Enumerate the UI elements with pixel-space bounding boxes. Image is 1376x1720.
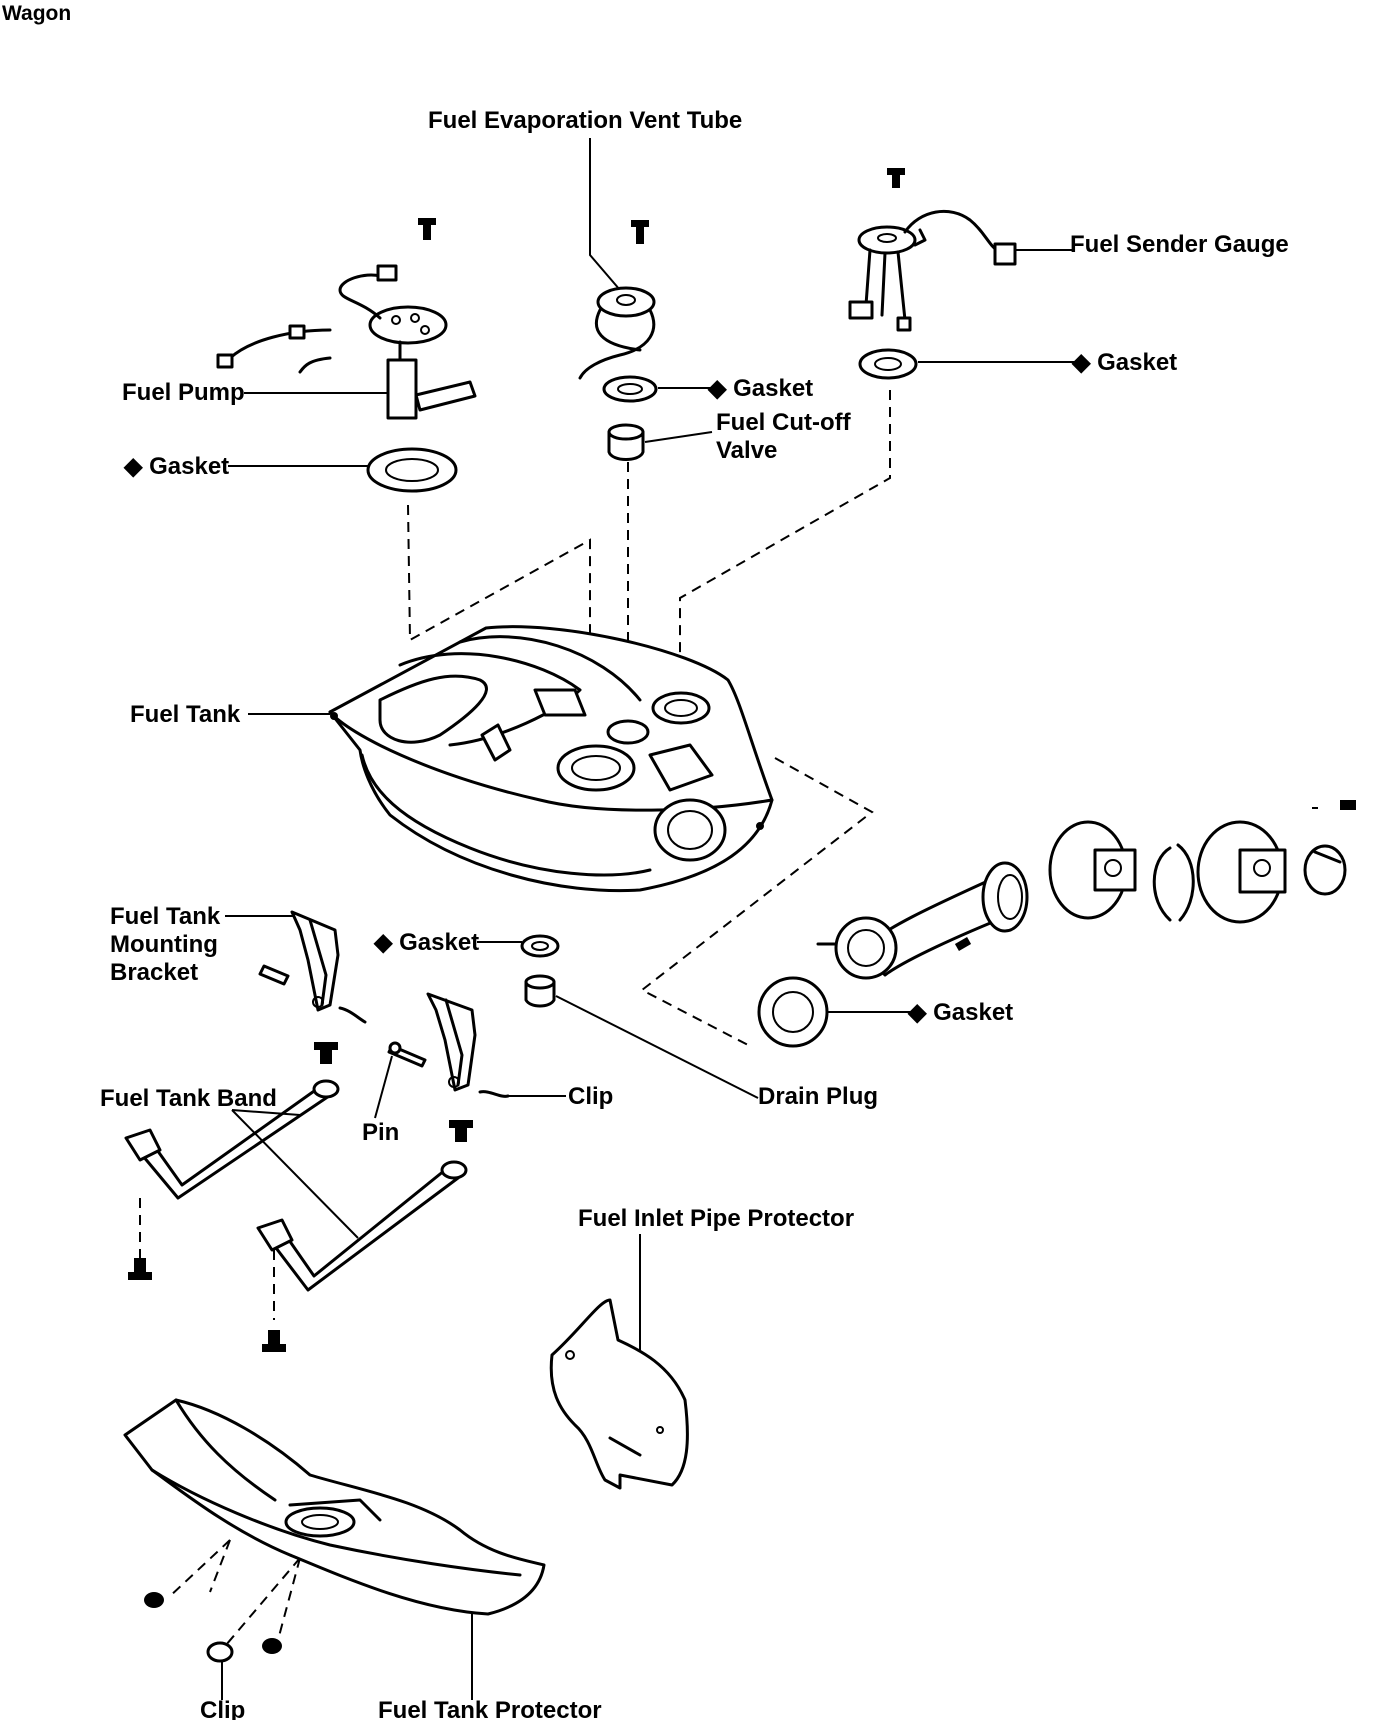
gasket-vent-part — [602, 375, 658, 403]
label-fuel-cutoff-valve-line2: Valve — [716, 437, 777, 464]
assembly-dashed-lines — [139, 390, 1318, 1646]
filler-housing-part — [1048, 820, 1137, 920]
bolt-sender-top — [887, 168, 905, 188]
bolt-vent-top — [631, 220, 649, 244]
label-fuel-inlet-pipe-protector: Fuel Inlet Pipe Protector — [578, 1205, 854, 1232]
bolt-bracket-right — [449, 1120, 473, 1142]
fuel-tank-band-part-front — [124, 1079, 340, 1200]
fuel-tank-mounting-bracket-part-right — [426, 992, 477, 1092]
gasket-inlet-part — [757, 976, 829, 1048]
fuel-cap-part — [1303, 844, 1347, 896]
filler-door-part — [1196, 820, 1287, 924]
filler-ring-part — [1152, 843, 1195, 922]
fuel-sender-gauge-part — [848, 209, 1017, 332]
label-fuel-tank-mounting-bracket-line1: Fuel Tank — [110, 903, 221, 930]
fuel-inlet-pipe-protector-part — [549, 1298, 689, 1490]
leader-vent-tube — [589, 138, 621, 291]
bolt-inlet-small — [954, 937, 972, 951]
label-gasket-inlet: ◆ Gasket — [907, 999, 1013, 1026]
label-fuel-cutoff-valve-line1: Fuel Cut-off — [716, 409, 852, 436]
leader-fuel-tank-band-1 — [231, 1109, 359, 1239]
label-fuel-tank-protector: Fuel Tank Protector — [378, 1697, 602, 1720]
fuel-tank-mounting-bracket-part-left — [290, 910, 340, 1012]
leader-fuel-tank-band-2 — [231, 1109, 301, 1116]
gasket-drain-part — [520, 934, 560, 958]
leader-fuel-cutoff-valve — [644, 431, 713, 443]
drain-plug-part — [524, 974, 556, 1008]
label-fuel-pump: Fuel Pump — [122, 379, 245, 406]
label-drain-plug: Drain Plug — [758, 1083, 878, 1110]
label-fuel-tank-mounting-bracket-line2: Mounting — [110, 931, 218, 958]
label-gasket-sender: ◆ Gasket — [1071, 349, 1177, 376]
fuel-tank-part — [328, 625, 774, 893]
label-gasket-vent: ◆ Gasket — [707, 375, 813, 402]
label-gasket-drain: ◆ Gasket — [373, 929, 479, 956]
bolt-bracket-left — [314, 1042, 338, 1064]
diagram-title: Wagon — [2, 2, 71, 25]
label-gasket-pump: ◆ Gasket — [123, 453, 229, 480]
gasket-sender-part — [858, 348, 918, 380]
label-pin: Pin — [362, 1119, 399, 1146]
bolt-band-left — [128, 1258, 152, 1280]
pin-bolt-left-bracket — [258, 964, 290, 986]
leader-pin — [374, 1055, 393, 1119]
gasket-pump-part — [366, 447, 458, 493]
label-fuel-evaporation-vent-tube: Fuel Evaporation Vent Tube — [428, 107, 742, 134]
label-fuel-tank-mounting-bracket-line3: Bracket — [110, 959, 198, 986]
fuel-tank-protector-part — [123, 1398, 546, 1616]
fuel-pump-part — [216, 264, 477, 420]
bolt-pump-top — [418, 218, 436, 240]
fuel-tank-band-part-rear — [256, 1160, 468, 1292]
pin-part — [387, 1041, 427, 1068]
fuel-cutoff-valve-part — [607, 423, 645, 461]
fuel-evaporation-vent-tube-part — [578, 286, 656, 380]
label-fuel-sender-gauge: Fuel Sender Gauge — [1070, 231, 1289, 258]
clip-protector-part-1 — [144, 1592, 164, 1608]
label-clip-protector: Clip — [200, 1697, 245, 1720]
label-clip-bracket: Clip — [568, 1083, 613, 1110]
label-fuel-tank: Fuel Tank — [130, 701, 241, 728]
clip-protector-part-3 — [262, 1638, 282, 1654]
label-fuel-tank-band: Fuel Tank Band — [100, 1085, 277, 1112]
fuel-inlet-pipe-part — [816, 861, 1029, 980]
clip-left-bracket — [338, 1006, 367, 1024]
leader-drain-plug — [555, 995, 759, 1099]
clip-protector-part-2 — [206, 1641, 234, 1663]
bolt-filler — [1340, 800, 1356, 810]
bolt-band-right — [262, 1330, 286, 1352]
